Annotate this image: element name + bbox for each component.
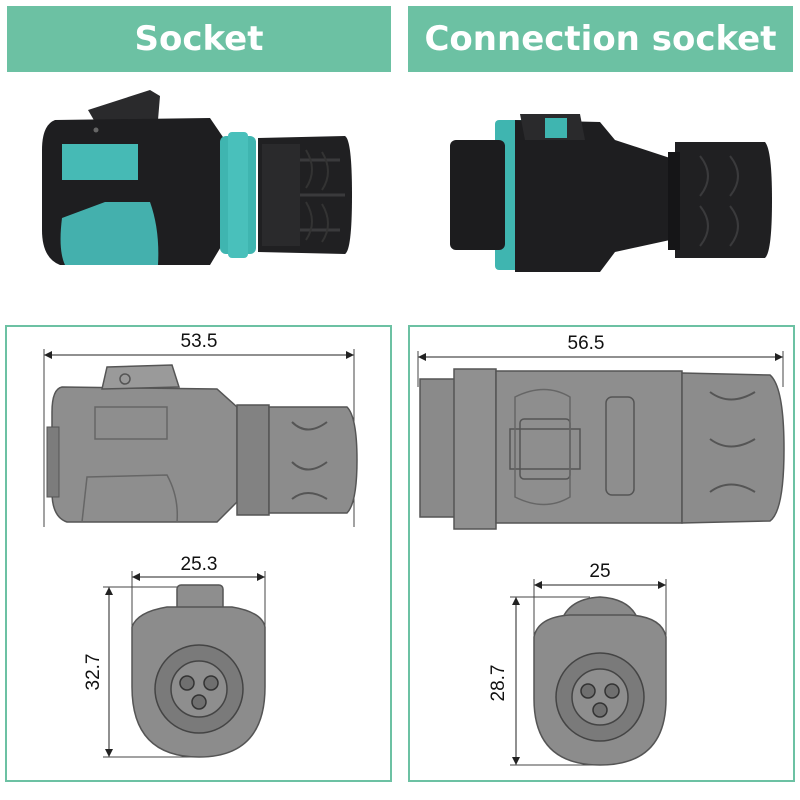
connection-socket-drawing-panel: 56.5 25 28.7 <box>408 325 795 782</box>
connection-socket-title: Connection socket <box>424 19 777 59</box>
connection-socket-length-label: 56.5 <box>568 333 605 354</box>
connection-socket-dimension-drawing: 56.5 25 28.7 <box>417 333 785 766</box>
socket-height-label: 32.7 <box>83 654 104 691</box>
connection-socket-height-label: 28.7 <box>488 665 509 702</box>
socket-photo <box>42 90 352 265</box>
connection-socket-photo <box>450 114 772 272</box>
socket-length-label: 53.5 <box>181 331 218 352</box>
socket-dimension-drawing: 53.5 25.3 32.7 <box>43 331 358 758</box>
connection-socket-title-banner: Connection socket <box>408 6 793 72</box>
socket-width-label: 25.3 <box>181 554 218 575</box>
connection-socket-width-label: 25 <box>589 561 610 582</box>
socket-title: Socket <box>134 19 264 59</box>
socket-drawing-panel: 53.5 25.3 32.7 <box>5 325 392 782</box>
socket-title-banner: Socket <box>7 6 391 72</box>
